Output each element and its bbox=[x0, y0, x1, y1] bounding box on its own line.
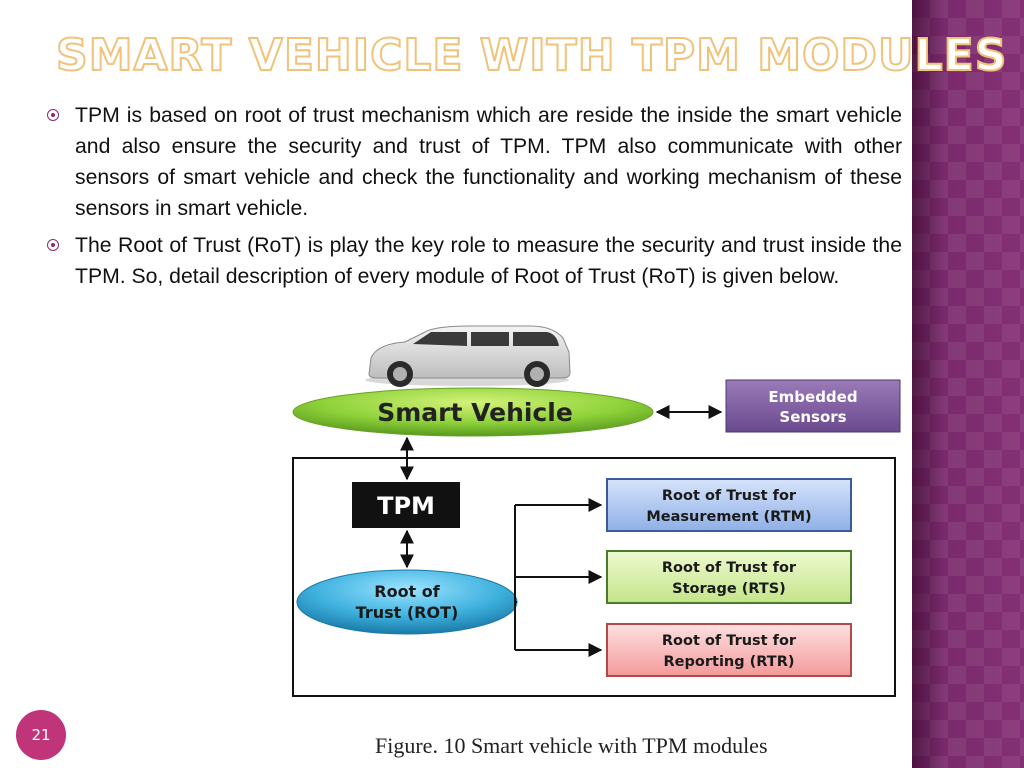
rtm-label-line2: Measurement (RTM) bbox=[646, 509, 811, 525]
bullet-item: TPM is based on root of trust mechanism … bbox=[44, 100, 902, 224]
root-of-trust-label-line1: Root of bbox=[374, 582, 441, 601]
embedded-sensors-label-line1: Embedded bbox=[768, 388, 857, 406]
rts-label-line2: Storage (RTS) bbox=[672, 581, 786, 597]
page-number-badge: 21 bbox=[16, 710, 66, 760]
bullet-circle-icon bbox=[47, 109, 59, 121]
car-illustration bbox=[365, 325, 571, 387]
rtr-label-line1: Root of Trust for bbox=[662, 633, 797, 649]
rts-node: Root of Trust for Storage (RTS) bbox=[606, 550, 852, 604]
root-of-trust-node: Root of Trust (ROT) bbox=[296, 569, 518, 635]
smart-vehicle-label: Smart Vehicle bbox=[377, 398, 573, 427]
smart-vehicle-node: Smart Vehicle bbox=[292, 387, 654, 437]
rts-label-line1: Root of Trust for bbox=[662, 560, 797, 576]
tpm-frame bbox=[292, 457, 896, 697]
root-of-trust-label-line2: Trust (ROT) bbox=[356, 603, 459, 622]
rot-module-connectors bbox=[514, 498, 603, 657]
bullet-item: The Root of Trust (RoT) is play the key … bbox=[44, 230, 902, 292]
bullet-text: TPM is based on root of trust mechanism … bbox=[75, 104, 902, 220]
slide-title: SMART VEHICLE WITH TPM MODULES bbox=[55, 29, 1008, 82]
rtr-label-line2: Reporting (RTR) bbox=[664, 654, 795, 670]
tpm-diagram: Smart Vehicle Embedded Sensors TPM Root … bbox=[292, 325, 901, 697]
figure-caption: Figure. 10 Smart vehicle with TPM module… bbox=[375, 733, 768, 758]
embedded-sensors-node: Embedded Sensors bbox=[725, 379, 901, 433]
rtm-node: Root of Trust for Measurement (RTM) bbox=[606, 478, 852, 532]
bullet-text: The Root of Trust (RoT) is play the key … bbox=[75, 234, 902, 288]
tpm-label: TPM bbox=[377, 492, 435, 520]
rtr-node: Root of Trust for Reporting (RTR) bbox=[606, 623, 852, 677]
bullet-circle-icon bbox=[47, 239, 59, 251]
sidebar-shade bbox=[912, 0, 1024, 768]
embedded-sensors-label-line2: Sensors bbox=[779, 408, 846, 426]
rtm-label-line1: Root of Trust for bbox=[662, 488, 797, 504]
tpm-node: TPM bbox=[352, 482, 460, 528]
bullet-list: TPM is based on root of trust mechanism … bbox=[44, 100, 902, 298]
